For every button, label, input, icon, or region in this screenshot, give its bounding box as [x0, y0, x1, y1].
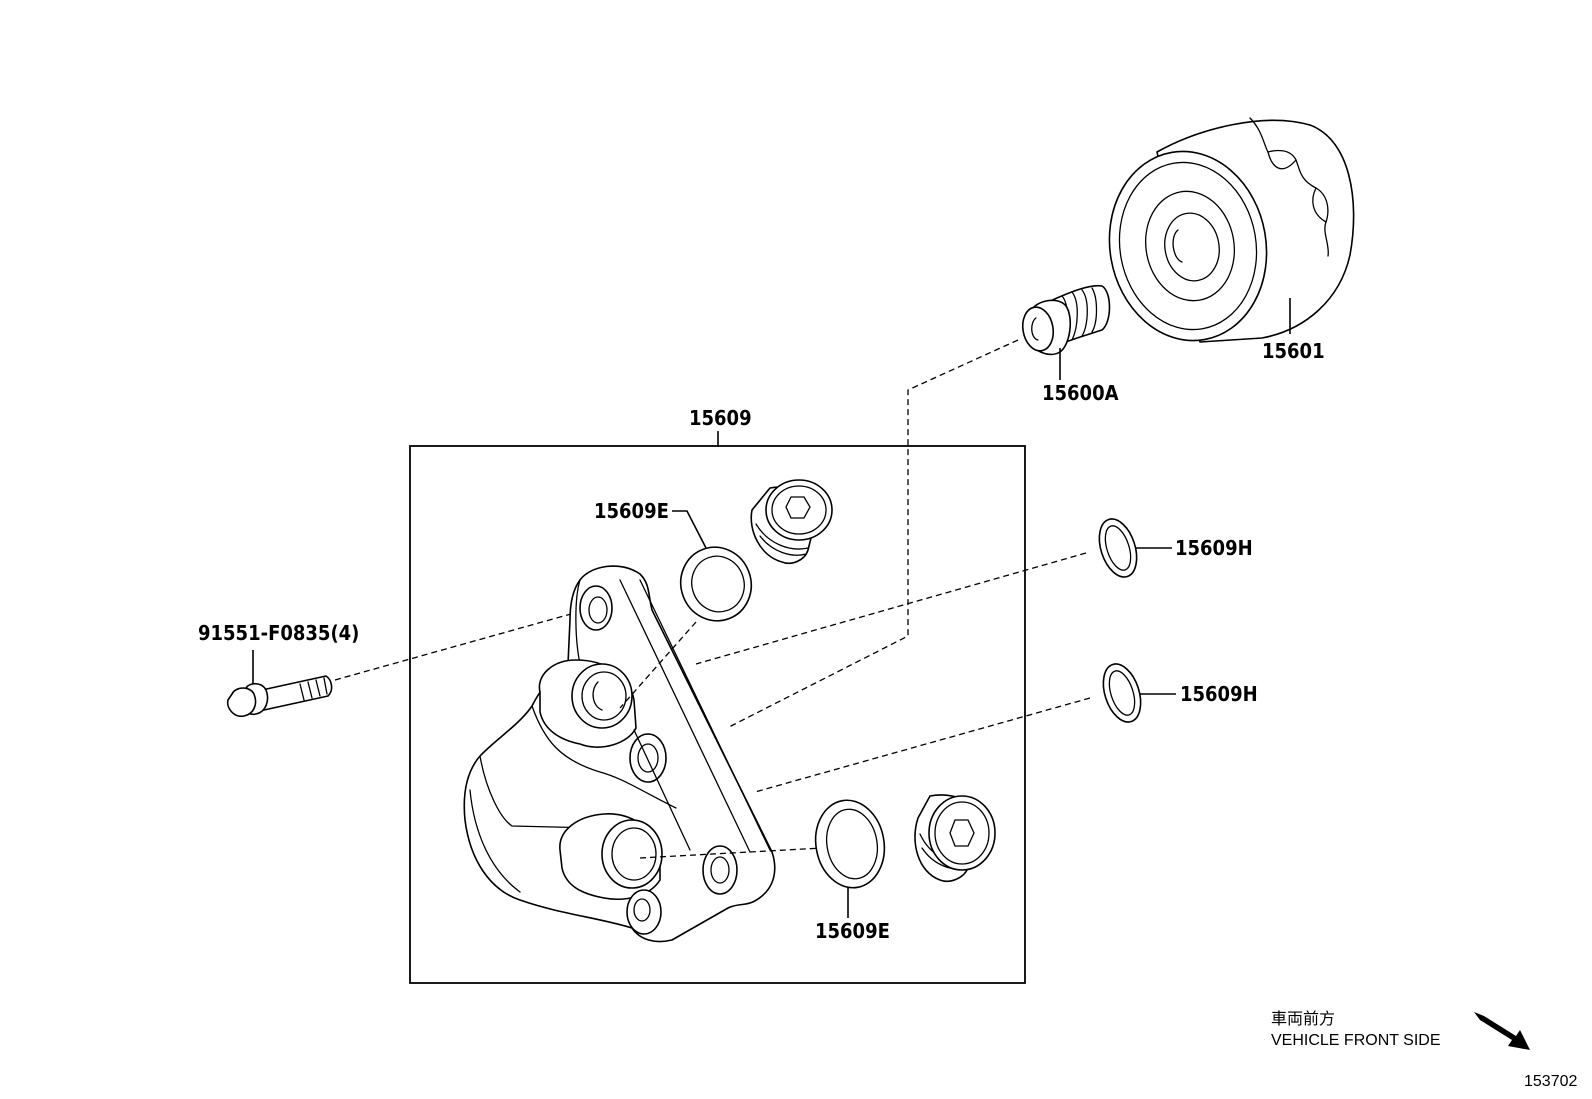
direction-note-japanese: 車両前方	[1271, 1010, 1335, 1028]
plug-upper-drawing	[750, 479, 833, 565]
oring-lower-drawing	[1102, 663, 1142, 723]
oring-upper-drawing	[1098, 518, 1138, 578]
plug-lower-drawing	[914, 794, 996, 883]
reference-number: 153702	[1524, 1073, 1577, 1090]
label-oring-upper: 15609H	[1175, 536, 1253, 560]
bracket-body-drawing	[463, 565, 776, 943]
front-direction-arrow-icon	[1474, 1012, 1530, 1050]
label-gasket-upper: 15609E	[594, 499, 669, 523]
gasket-lower-dash	[639, 847, 823, 859]
gasket-upper-leader	[672, 510, 707, 549]
label-bolt: 91551-F0835(4)	[198, 621, 359, 645]
gasket-lower-drawing	[814, 799, 886, 889]
oring-upper-dash	[695, 552, 1087, 665]
union-dash-path	[726, 339, 1019, 729]
gasket-upper-drawing	[679, 546, 753, 622]
label-oil-filter: 15601	[1262, 339, 1325, 363]
label-filter-union: 15600A	[1042, 381, 1119, 405]
label-oring-lower: 15609H	[1180, 682, 1258, 706]
bolt-drawing	[226, 675, 333, 718]
label-bracket-assembly: 15609	[689, 406, 752, 430]
gasket-upper-dash	[619, 621, 697, 709]
filter-union-drawing	[1021, 284, 1111, 356]
bolt-dash	[334, 611, 579, 681]
direction-note-english: VEHICLE FRONT SIDE	[1271, 1032, 1441, 1049]
oil-filter-drawing	[1108, 117, 1355, 343]
label-gasket-lower: 15609E	[815, 919, 890, 943]
oring-lower-dash	[754, 697, 1091, 793]
